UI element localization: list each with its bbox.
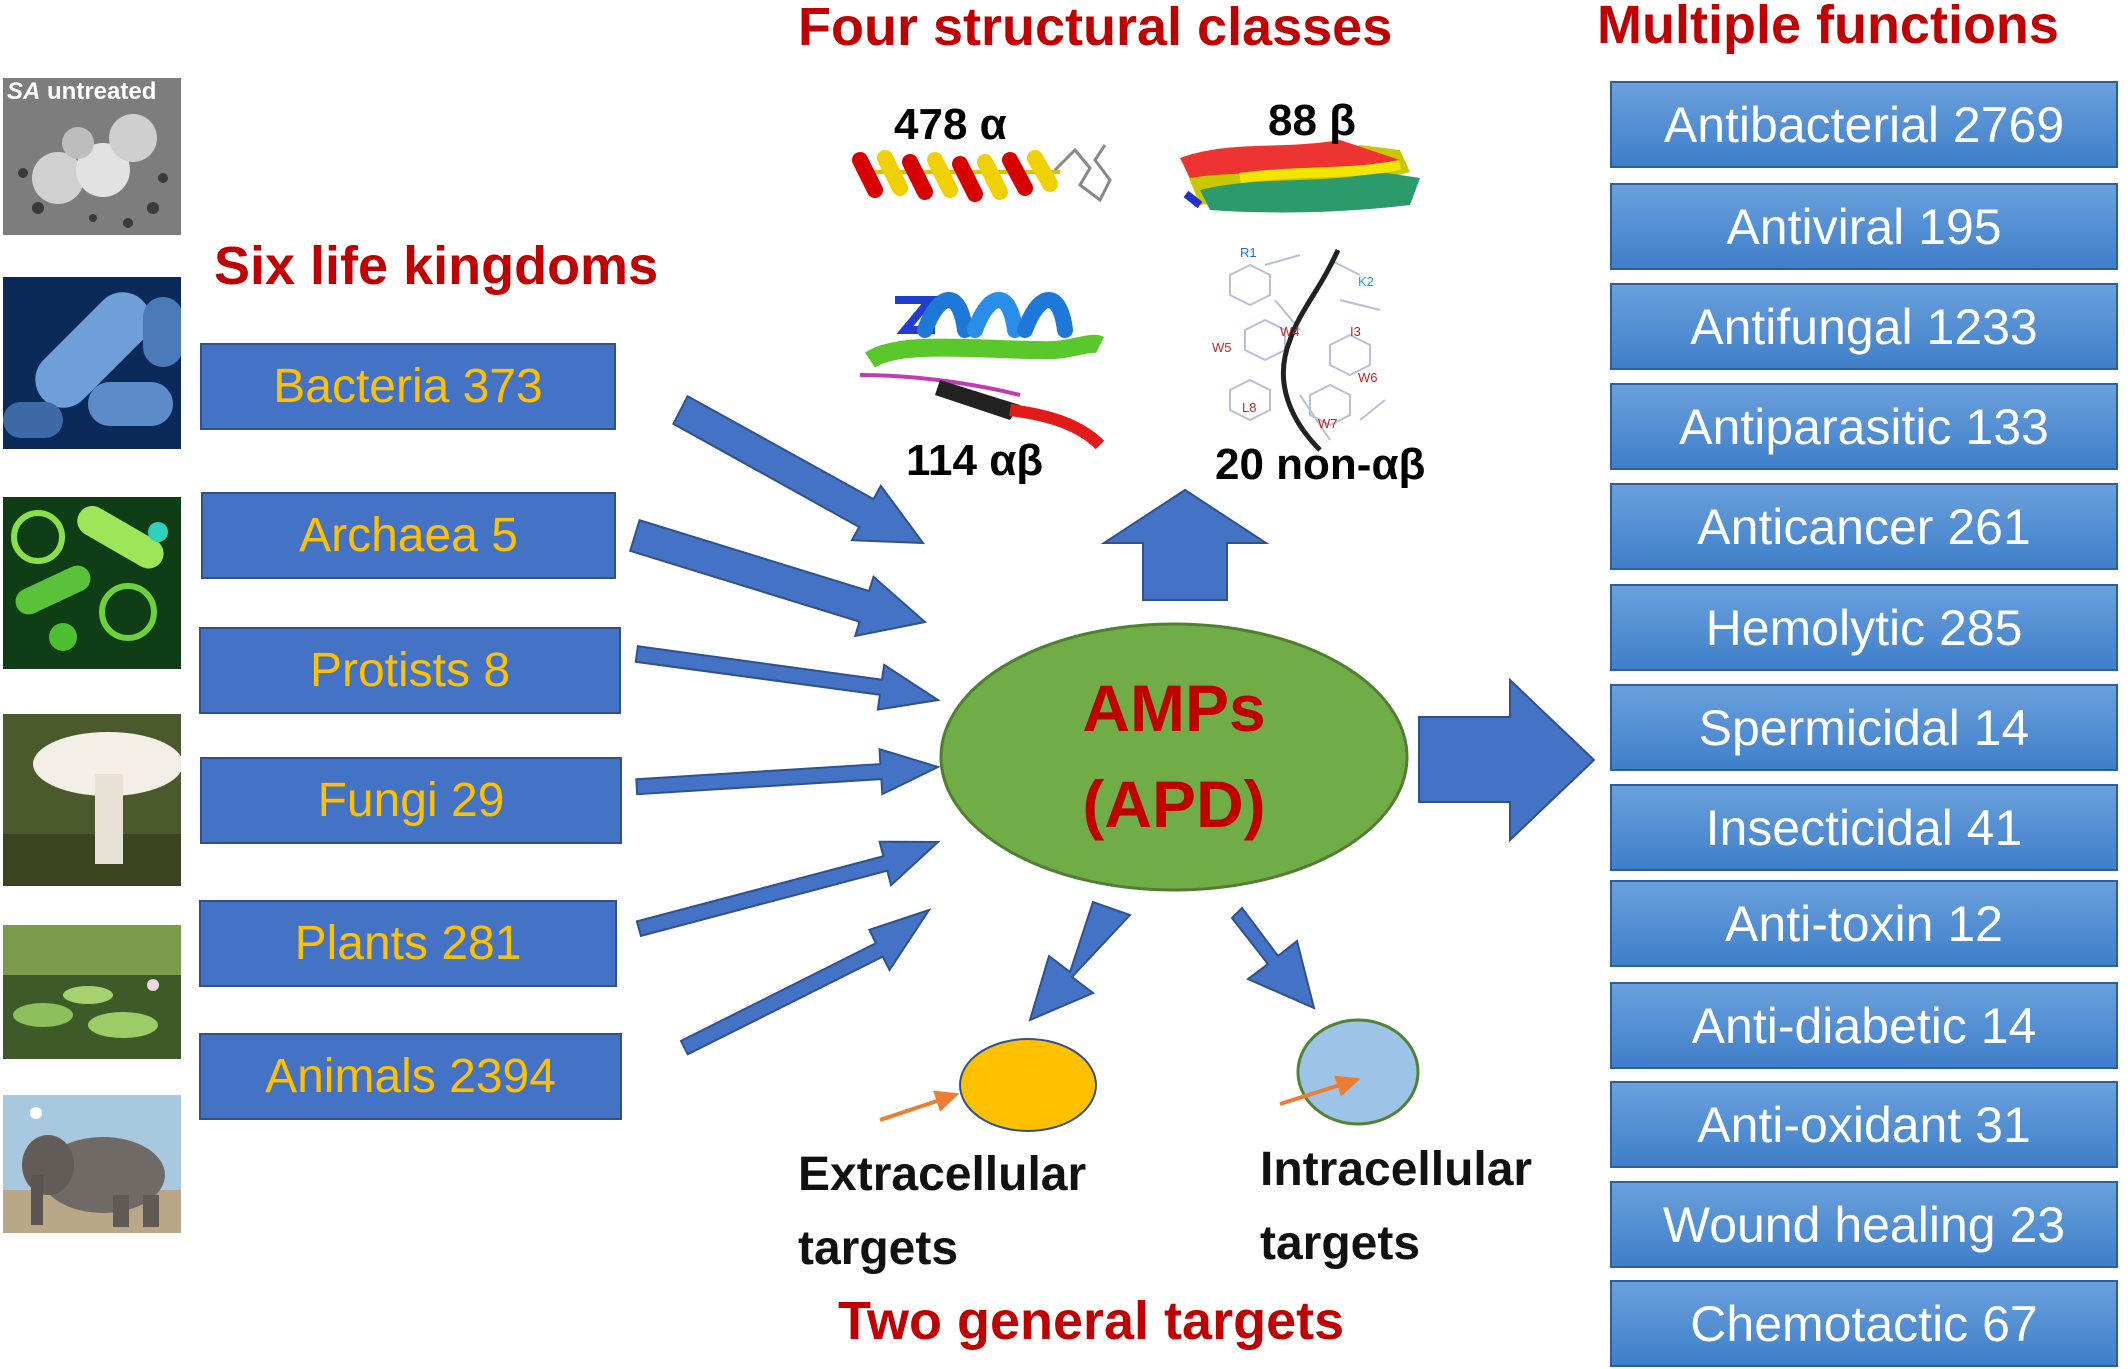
function-wound-healing-box: Wound healing 23 — [1610, 1181, 2118, 1268]
arrow-archaea — [628, 518, 928, 638]
arrow-fungi — [635, 747, 941, 796]
staphylococcus-micrograph-image: SA untreated — [3, 78, 181, 235]
molecule-label-i3: I3 — [1350, 324, 1361, 339]
extracellular-pointer-arrowhead — [933, 1090, 960, 1112]
structural-classes-heading: Four structural classes — [798, 0, 1393, 57]
function-antibacterial-box: Antibacterial 2769 — [1610, 81, 2118, 168]
extracellular-cell — [959, 1038, 1097, 1132]
archaea-image — [3, 497, 181, 669]
molecule-label-w5: W5 — [1212, 340, 1232, 355]
function-hemolytic-box: Hemolytic 285 — [1610, 584, 2118, 671]
function-antiparasitic-box: Antiparasitic 133 — [1610, 383, 2118, 470]
kingdom-bacteria-box: Bacteria 373 — [200, 343, 616, 430]
alphabeta-structure — [859, 292, 1105, 450]
function-antitoxin-box: Anti-toxin 12 — [1610, 880, 2118, 967]
function-spermicidal-box: Spermicidal 14 — [1610, 684, 2118, 771]
extracellular-targets-label: Extracellular targets — [798, 1148, 1087, 1275]
non-alphabeta-count-label: 20 non-αβ — [1215, 440, 1426, 489]
molecule-label-r1: R1 — [1240, 245, 1257, 260]
kingdom-archaea-box: Archaea 5 — [201, 492, 616, 579]
intracellular-targets-label: Intracellular targets — [1260, 1143, 1533, 1270]
photo-caption: SA untreated — [7, 78, 157, 105]
bacteria-image — [3, 277, 181, 449]
arrow-plants — [635, 840, 941, 938]
molecule-label-w6: W6 — [1358, 370, 1378, 385]
two-targets-heading: Two general targets — [838, 1291, 1345, 1351]
non-alphabeta-structure — [1229, 254, 1386, 441]
function-insecticidal-box: Insecticidal 41 — [1610, 784, 2118, 871]
multiple-functions-heading: Multiple functions — [1597, 0, 2059, 55]
arrow-animals — [679, 908, 932, 1056]
alphabeta-count-label: 114 αβ — [906, 436, 1044, 485]
alpha-helix-structure — [852, 144, 1112, 203]
amps-ellipse — [939, 622, 1409, 892]
alpha-count-label: 478 α — [894, 100, 1007, 149]
molecule-label-w7: W7 — [1318, 416, 1338, 431]
function-chemotactic-box: Chemotactic 67 — [1610, 1280, 2118, 1367]
apd-label: (APD) — [1082, 767, 1266, 841]
molecule-label-l8: L8 — [1242, 400, 1256, 415]
beta-count-label: 88 β — [1268, 96, 1357, 145]
function-antifungal-box: Antifungal 1233 — [1610, 283, 2118, 370]
intracellular-pointer-arrowhead — [1334, 1075, 1361, 1097]
function-antiviral-box: Antiviral 195 — [1610, 183, 2118, 270]
kingdom-fungi-box: Fungi 29 — [200, 757, 622, 844]
intracellular-cell — [1296, 1018, 1420, 1126]
arrow-protists — [634, 645, 941, 711]
kingdom-animals-box: Animals 2394 — [199, 1033, 622, 1120]
arrow-down-intracellular — [1230, 906, 1316, 1010]
molecule-label-w4: W4 — [1280, 324, 1300, 339]
elephant-image — [3, 1095, 181, 1233]
function-anticancer-box: Anticancer 261 — [1610, 483, 2118, 570]
kingdom-plants-box: Plants 281 — [199, 900, 617, 987]
beta-sheet-structure — [1180, 140, 1420, 213]
lotus-pond-image — [3, 925, 181, 1059]
amps-center-label: AMPs (APD) — [941, 660, 1407, 852]
amps-label: AMPs — [1082, 671, 1266, 745]
six-kingdoms-heading: Six life kingdoms — [214, 236, 659, 296]
function-antioxidant-box: Anti-oxidant 31 — [1610, 1081, 2118, 1168]
arrow-bacteria — [672, 394, 926, 545]
molecule-label-k2: K2 — [1358, 274, 1374, 289]
arrow-down-extracellular — [1028, 900, 1132, 1022]
arrow-up-structures — [1100, 488, 1270, 601]
kingdom-protists-box: Protists 8 — [199, 627, 621, 714]
non-alphabeta-backbone — [1280, 248, 1341, 452]
function-antidiabetic-box: Anti-diabetic 14 — [1610, 982, 2118, 1069]
mushroom-image — [3, 714, 181, 886]
arrow-right-functions — [1418, 677, 1596, 843]
